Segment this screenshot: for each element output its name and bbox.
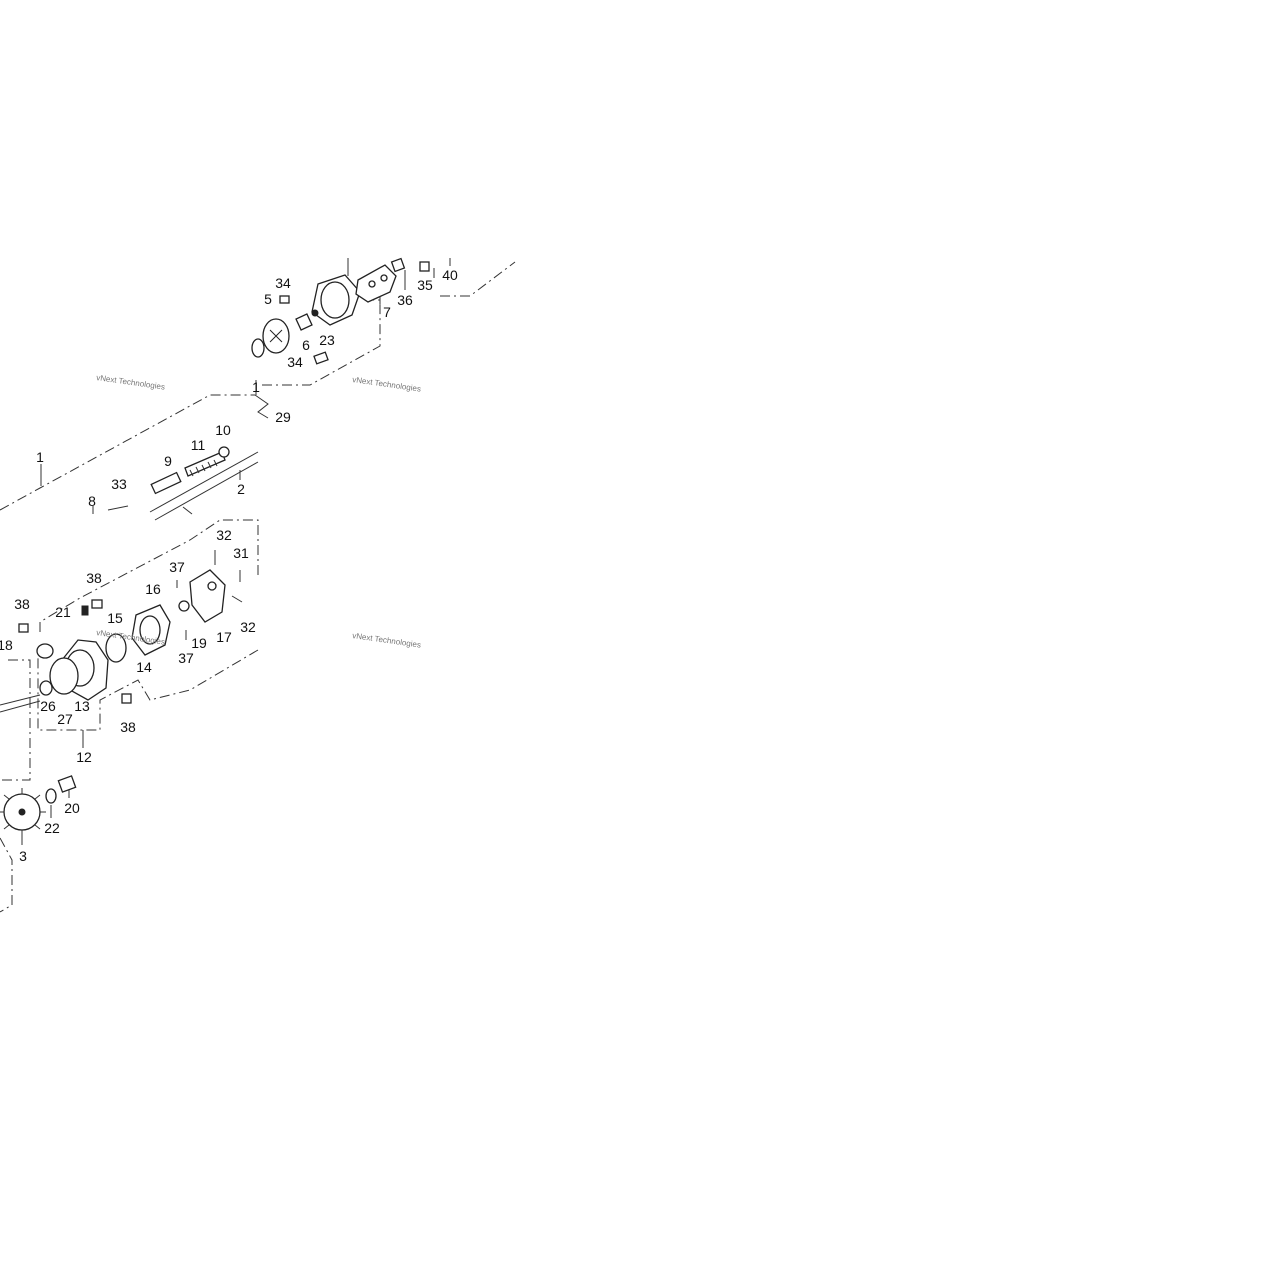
dowel-part-36 <box>390 257 406 273</box>
bolt-part-38c <box>121 693 132 704</box>
callout-10: 10 <box>215 422 231 438</box>
oring-part-26 <box>39 680 53 696</box>
seal-part-18 <box>36 643 54 659</box>
frame-break-1 <box>254 394 269 419</box>
pin-part-34b <box>313 351 329 365</box>
frame-line-5 <box>0 837 13 913</box>
shaft-line-top <box>149 451 259 513</box>
callout-37a: 37 <box>169 559 185 575</box>
callout-14: 14 <box>136 659 152 675</box>
washer-part-22 <box>45 788 57 804</box>
relief-valve-group <box>92 446 230 515</box>
gasket-part-27 <box>49 657 79 695</box>
callout-38a: 38 <box>86 570 102 586</box>
callout-6: 6 <box>302 337 310 353</box>
callout-35: 35 <box>417 277 433 293</box>
frame-line-1 <box>0 394 255 511</box>
watermarks: vNext Technologies vNext Technologies vN… <box>96 373 422 650</box>
pump-cover-bore <box>139 615 161 645</box>
watermark-3: vNext Technologies <box>352 631 422 650</box>
bolt-part-38a <box>91 599 103 609</box>
callout-7: 7 <box>383 304 391 320</box>
dowel-part-35 <box>419 261 430 272</box>
callout-34a: 34 <box>275 275 291 291</box>
shaft-lower-edge <box>0 700 41 713</box>
callout-20: 20 <box>64 800 80 816</box>
callout-13: 13 <box>74 698 90 714</box>
strainer-bracket-part-17 <box>189 569 226 623</box>
housing-bore <box>320 281 350 319</box>
callout-15: 15 <box>107 610 123 626</box>
plate-hole-1 <box>368 280 376 288</box>
callout-27: 27 <box>57 711 73 727</box>
sprocket-center <box>18 808 26 816</box>
spring-part-11 <box>184 451 226 477</box>
callout-22: 22 <box>44 820 60 836</box>
callout-36: 36 <box>397 292 413 308</box>
callout-21: 21 <box>55 604 71 620</box>
callout-16: 16 <box>145 581 161 597</box>
callout-2: 2 <box>237 481 245 497</box>
upper-group <box>251 257 451 365</box>
callout-40: 40 <box>442 267 458 283</box>
frame-line-2 <box>39 519 259 632</box>
callout-31: 31 <box>233 545 249 561</box>
callout-9: 9 <box>164 453 172 469</box>
callout-38c: 38 <box>120 719 136 735</box>
callout-11: 11 <box>191 437 206 453</box>
bolt-part-38b <box>18 623 29 633</box>
callout-32b: 32 <box>240 619 256 635</box>
rotor-cross <box>269 329 283 343</box>
pin-part-34a <box>279 295 290 304</box>
rotor-hub <box>251 338 265 358</box>
callout-5: 5 <box>264 291 272 307</box>
callout-23: 23 <box>319 332 335 348</box>
frame-line-3 <box>37 649 259 731</box>
callout-37b: 37 <box>178 650 194 666</box>
callout-19: 19 <box>191 635 207 651</box>
shaft-upper-edge <box>0 694 41 706</box>
callout-32a: 32 <box>216 527 232 543</box>
small-gear-part <box>295 313 313 331</box>
callout-1b: 1 <box>252 379 260 395</box>
seal-part-19 <box>178 600 190 612</box>
pin-part-33 <box>107 505 129 511</box>
callout-18: 18 <box>0 637 13 653</box>
inner-rotor-part-15 <box>105 633 127 663</box>
plate-hole-2 <box>380 274 388 282</box>
bolt-part-20 <box>57 775 77 793</box>
bolt-part-32b <box>231 595 243 603</box>
callout-1a: 1 <box>36 449 44 465</box>
sprocket-group <box>0 775 77 845</box>
callout-3: 3 <box>19 848 27 864</box>
watermark-2: vNext Technologies <box>352 375 422 394</box>
pin-part-small <box>182 506 193 515</box>
callout-26: 26 <box>40 698 56 714</box>
callout-33: 33 <box>111 476 127 492</box>
callout-labels: 1 1 2 3 5 6 7 8 9 10 11 12 13 14 15 16 1… <box>0 267 458 864</box>
callout-34b: 34 <box>287 354 303 370</box>
main-shaft <box>0 694 41 713</box>
housing-bolt <box>311 309 319 317</box>
bracket-hole <box>207 581 217 591</box>
shaft-line-bottom <box>154 461 259 521</box>
frame-line-4 <box>0 659 31 781</box>
callout-12: 12 <box>76 749 92 765</box>
oil-pump-group <box>18 550 243 704</box>
bracket-line-upper-group <box>262 299 381 386</box>
watermark-1: vNext Technologies <box>96 373 166 392</box>
callout-29: 29 <box>275 409 291 425</box>
callout-17: 17 <box>216 629 232 645</box>
assembly-lines <box>0 261 516 913</box>
plug-part-10 <box>218 446 230 458</box>
callout-38b: 38 <box>14 596 30 612</box>
spring-coils <box>189 459 218 477</box>
piston-part-9 <box>150 471 182 495</box>
spring-part-21 <box>81 605 89 616</box>
callout-8: 8 <box>88 493 96 509</box>
cover-plate-part <box>355 264 397 303</box>
bracket-line-upper-right <box>440 261 516 297</box>
